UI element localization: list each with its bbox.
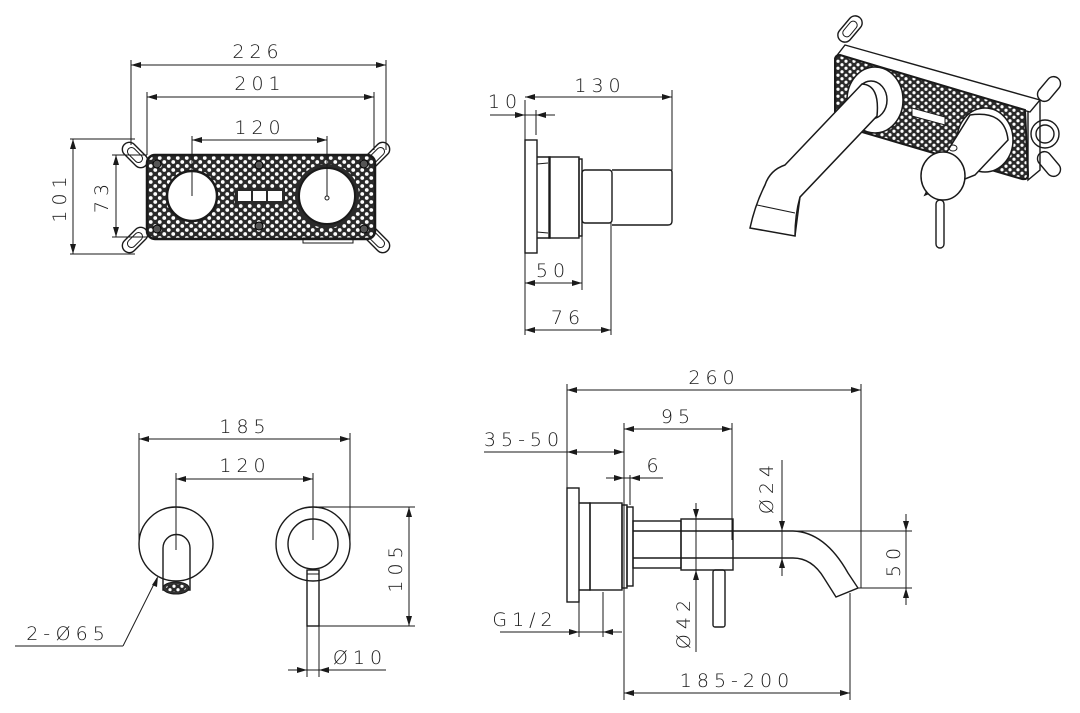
isometric-view <box>749 15 1062 249</box>
dim-connection: G1/2 <box>492 609 557 631</box>
dim-spout-diameter: Ø24 <box>756 460 778 514</box>
rosette-side <box>626 506 634 587</box>
dim-201: 201 <box>234 73 285 95</box>
dim-6: 6 <box>646 455 663 477</box>
dim-wall-range: 35-50 <box>484 429 564 451</box>
side-view: 10 130 50 76 <box>488 75 673 335</box>
dim-226: 226 <box>232 41 283 63</box>
dim-130: 130 <box>574 75 625 97</box>
spout-front <box>162 533 191 591</box>
dim-lever-diameter: Ø10 <box>333 647 387 669</box>
front-view: 226 201 120 101 73 <box>49 41 391 255</box>
dim-76: 76 <box>551 307 585 329</box>
side-valve-body <box>548 156 580 239</box>
finished-side-view: 260 95 35-50 6 Ø24 Ø42 50 <box>484 367 912 700</box>
lever-front <box>306 569 320 627</box>
dim-95: 95 <box>661 406 695 428</box>
spout-side <box>633 530 860 598</box>
dim-185: 185 <box>219 416 270 438</box>
dim-mixer-diameter: Ø42 <box>673 595 695 649</box>
iso-lever <box>935 199 945 249</box>
dim-rosette-diameter: 2-Ø65 <box>26 623 110 645</box>
dim-105: 105 <box>385 541 407 592</box>
lever-side <box>712 569 726 628</box>
mixer-body-side <box>680 518 734 571</box>
iso-mixer-knob <box>920 151 966 201</box>
dim-spout-drop: 50 <box>883 543 905 577</box>
dim-120-bottom: 120 <box>219 455 270 477</box>
finished-front-view: 185 120 105 Ø10 2-Ø65 <box>15 416 415 677</box>
dim-120-top: 120 <box>234 117 285 139</box>
dim-projection: 185-200 <box>680 670 794 692</box>
side-cap <box>612 169 673 226</box>
dim-10: 10 <box>488 91 522 113</box>
iso-spout <box>749 83 879 237</box>
dim-73: 73 <box>91 179 113 213</box>
dim-260: 260 <box>688 367 739 389</box>
side-flange <box>524 139 538 254</box>
dim-101: 101 <box>49 171 71 222</box>
valve-body-side <box>589 502 623 591</box>
dim-50-side: 50 <box>536 260 570 282</box>
